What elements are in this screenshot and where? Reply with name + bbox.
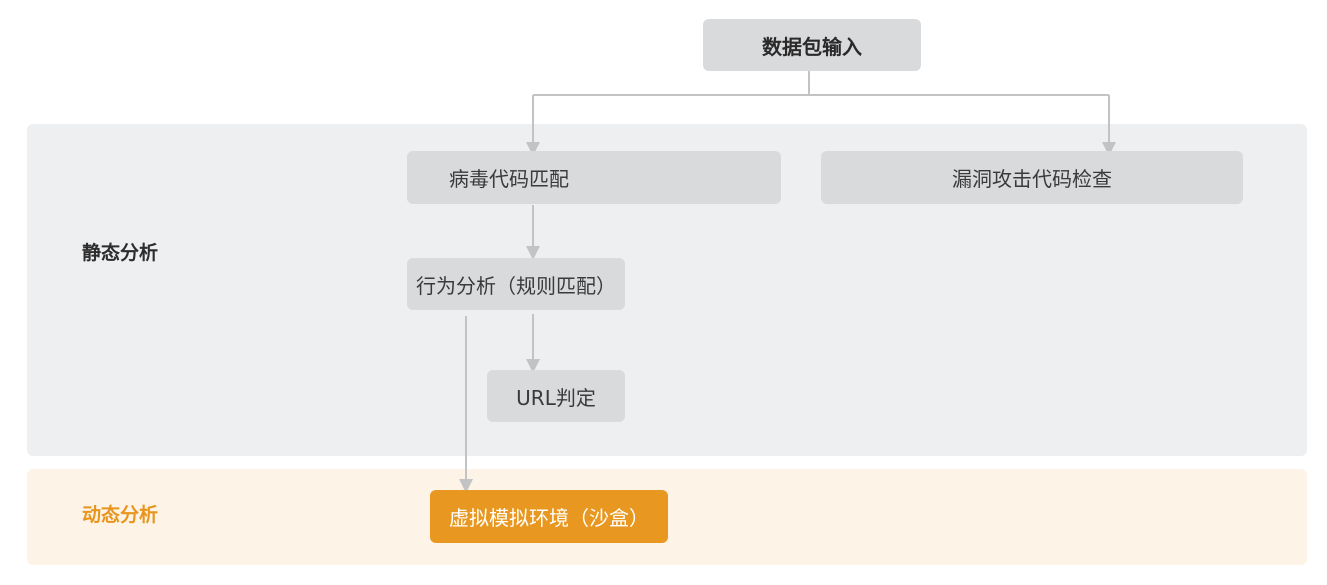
node-url-check: URL判定 bbox=[487, 370, 625, 422]
node-virus-code-match: 病毒代码匹配 bbox=[407, 151, 781, 204]
static-analysis-label: 静态分析 bbox=[82, 242, 159, 264]
node-behavior-analysis: 行为分析（规则匹配） bbox=[407, 258, 625, 310]
node-packet-input: 数据包输入 bbox=[703, 19, 921, 71]
dynamic-analysis-label: 动态分析 bbox=[82, 504, 159, 526]
node-exploit-code-check: 漏洞攻击代码检查 bbox=[821, 151, 1243, 204]
node-sandbox: 虚拟模拟环境（沙盒） bbox=[430, 490, 668, 543]
